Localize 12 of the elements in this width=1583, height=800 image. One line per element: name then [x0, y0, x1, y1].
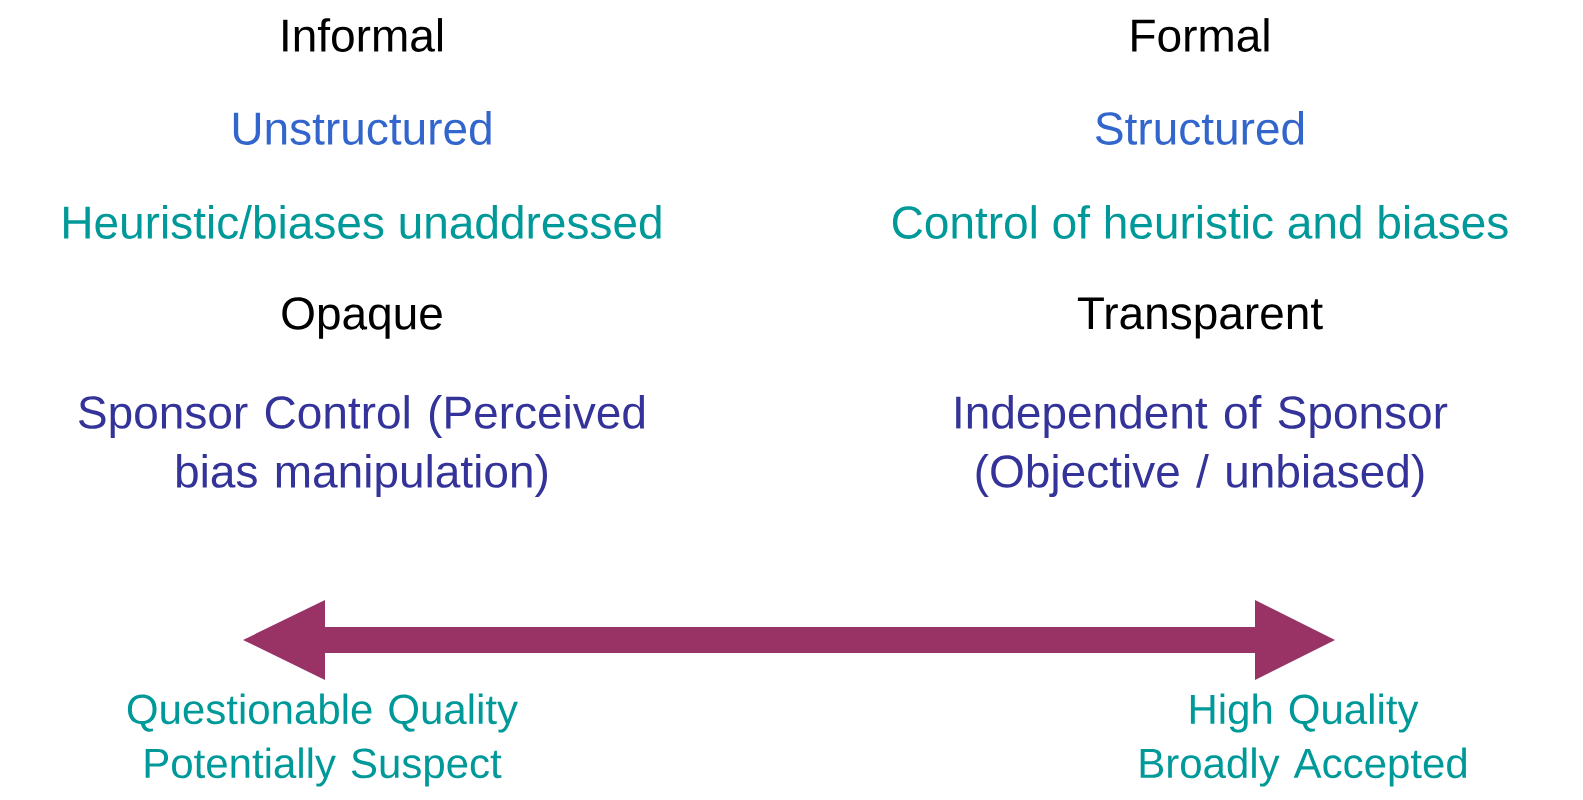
text-label: Independent of Sponsor (Objective / unbiased) — [956, 395, 1448, 497]
text-label: Questionable Quality Potentially Suspect — [127, 693, 518, 787]
text-label: Unstructured — [233, 111, 491, 145]
text-label: Opaque — [282, 297, 442, 339]
text-label: Sponsor Control (Perceived bias manipulation) — [79, 395, 644, 497]
text-label: Informal — [283, 18, 442, 52]
text-label: Control of heuristic and biases — [892, 205, 1508, 239]
text-label: Transparent — [1077, 297, 1323, 339]
text-label: Formal — [1132, 18, 1269, 52]
text-label: Structured — [1096, 111, 1304, 145]
text-label: Heuristic/biases unaddressed — [64, 205, 661, 239]
text-label: High Quality Broadly Accepted — [1140, 693, 1466, 787]
